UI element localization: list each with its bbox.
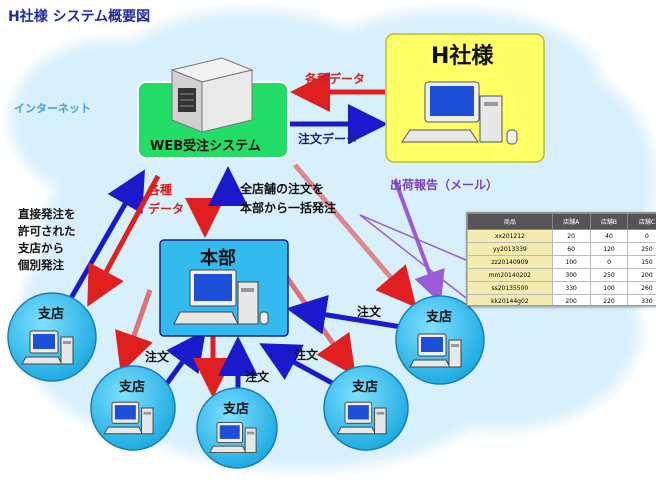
table-cell: 220 [589, 294, 629, 305]
branch-computer-icon [336, 401, 387, 435]
table-row: kk20144g02200220330220 [467, 294, 656, 305]
page-title: H社様 システム概要図 [8, 9, 151, 25]
arrow-web-to-branch5-red [293, 163, 417, 308]
server-icon [170, 57, 254, 133]
arrow-hq-to-branch2 [115, 289, 153, 374]
table-cell: 120 [589, 242, 629, 256]
table-row: ss20135500330100260780 [467, 281, 656, 295]
table-cell: 330 [551, 281, 591, 295]
table-cell: 260 [627, 281, 656, 295]
branch-label: 支店 [119, 380, 146, 395]
table-cell: 330 [627, 294, 656, 305]
line-report-table [359, 214, 467, 261]
table-cell: xx201212 [467, 229, 553, 243]
branch-label: 支店 [352, 380, 379, 395]
label-order-2: 注文 [145, 350, 170, 364]
cloud-label: インターネット [14, 102, 91, 115]
web-system-label: WEB受注システム [150, 139, 261, 154]
table-cell: 0 [589, 255, 629, 269]
table-row: yy201333960120250550 [467, 242, 656, 256]
table-body: xx2012122040025yy201333960120250550zz201… [467, 229, 656, 305]
table-cell: 0 [627, 229, 656, 243]
branch-computer-icon [409, 333, 462, 368]
arrow-branch-to-web-blue [67, 169, 145, 302]
table-cell: 20 [551, 229, 591, 243]
arrows-layer [67, 72, 467, 398]
table-cell: yy2013339 [467, 242, 553, 256]
hq-label: 本部 [200, 248, 236, 269]
table-cell: ss20135500 [467, 281, 553, 295]
table-header-row: 商品店舗A店舗B店舗C店舗 [467, 213, 656, 230]
table-cell: mm20140202 [467, 268, 553, 282]
client-label: H社様 [431, 44, 494, 69]
table-cell: 40 [589, 229, 629, 243]
branch-computer-icon [103, 401, 154, 435]
arrow-web-to-branch-red [87, 174, 161, 307]
table-row: mm20140202300250200200 [467, 268, 656, 282]
table-cell: 200 [627, 268, 656, 282]
hq-computer-icon [173, 269, 269, 325]
table-header-cell: 店舗A [551, 213, 591, 230]
branch-label: 支店 [38, 307, 65, 322]
label-shipment-report: 出荷報告（メール） [390, 178, 499, 192]
label-order-data: 注文データ [298, 132, 359, 146]
branch-label: 支店 [223, 402, 250, 417]
table-cell: 150 [627, 255, 656, 269]
table-cell: 250 [627, 242, 656, 256]
label-various-data-left: 各種 データ [148, 183, 185, 216]
table-cell: 200 [551, 294, 591, 305]
arrow-branch5-to-hq [286, 295, 409, 335]
label-direct-order: 直接発注を 許可された 支店から 個別発注 [18, 207, 76, 272]
table-row: xx2012122040025 [467, 229, 656, 243]
branch-computer-icon [208, 422, 257, 453]
table-header-cell: 店舗B [589, 213, 629, 230]
label-bulk-order: 全店舗の注文を 本部から一括発注 [240, 182, 337, 215]
branches [7, 292, 485, 469]
table-cell: 100 [551, 255, 591, 269]
arrow-branch2-to-hq [162, 329, 206, 388]
table-cell: 100 [589, 281, 629, 295]
branch-computer-icon [21, 330, 74, 365]
table-header-cell: 店舗C [627, 213, 656, 230]
table-cell: zz20140909 [467, 255, 553, 269]
line-report-table-2 [359, 214, 467, 299]
branch-label: 支店 [426, 310, 453, 325]
label-various-data-top: 各種データ [305, 72, 366, 86]
label-order-1: 注文 [357, 305, 382, 319]
shipment-table: 商品店舗A店舗B店舗C店舗 xx2012122040025yy201333960… [466, 212, 656, 306]
table-cell: kk20144g02 [467, 294, 553, 305]
client-computer-icon [401, 81, 518, 145]
arrow-shipment-report [393, 179, 445, 304]
table-header-cell: 商品 [467, 213, 553, 230]
label-order-3: 注文 [245, 370, 270, 384]
label-order-4: 注文 [294, 348, 319, 362]
table-cell: 250 [589, 268, 629, 282]
table-cell: 60 [551, 242, 591, 256]
table-row: zz20140909100015050 [467, 255, 656, 269]
table-cell: 300 [551, 268, 591, 282]
